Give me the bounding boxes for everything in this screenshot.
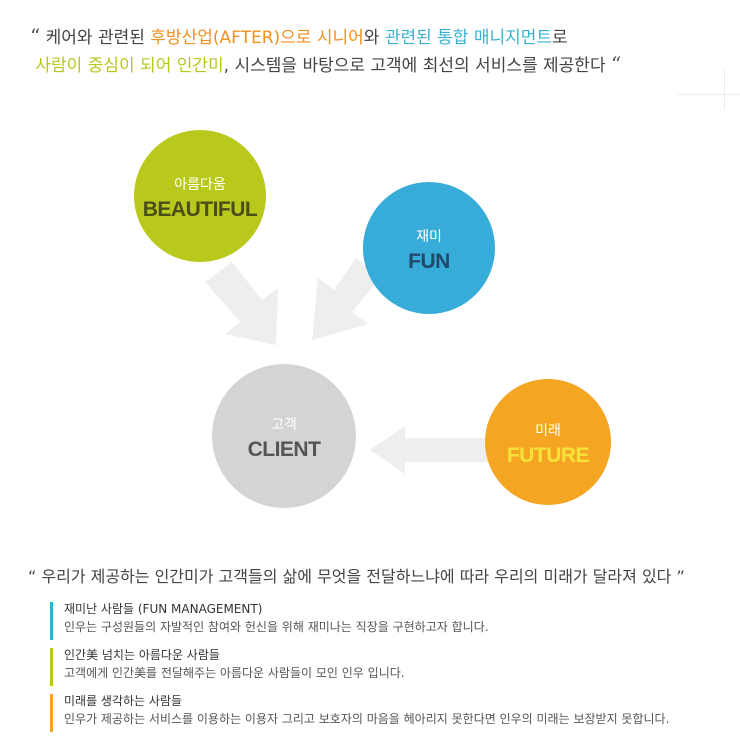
- header-text-1: 케어와 관련된: [40, 28, 151, 48]
- header-text-4: , 시스템을 바탕으로 고객에 최선의 서비스를 제공한다: [223, 56, 611, 76]
- label-future-ko: 미래: [535, 423, 561, 439]
- header-quote: “ 케어와 관련된 후방산업(AFTER)으로 시니어와 관련된 통합 매니지먼…: [30, 22, 621, 78]
- decor-line-vertical: [724, 70, 725, 110]
- arrow-fun-to-client: [312, 258, 380, 340]
- arrow-beautiful-to-client: [205, 262, 278, 345]
- circle-beautiful: [134, 130, 266, 262]
- header-text-3: 로: [552, 28, 568, 48]
- header-line-1: “ 케어와 관련된 후방산업(AFTER)으로 시니어와 관련된 통합 매니지먼…: [30, 22, 621, 50]
- label-beautiful-en: BEAUTIFUL: [142, 198, 258, 221]
- list-item-bar: [50, 648, 53, 686]
- label-beautiful-ko: 아름다움: [174, 177, 226, 193]
- header-highlight-after: 후방산업(AFTER)으로 시니어: [150, 28, 364, 48]
- circle-future: [485, 379, 611, 505]
- header-highlight-humanity: 사람이 중심이 되어 인간미: [35, 56, 224, 76]
- header-highlight-management: 관련된 통합 매니지먼트: [384, 28, 553, 48]
- label-future: 미래 FUTURE: [473, 420, 623, 468]
- label-fun: 재미 FUN: [354, 226, 504, 274]
- label-client: 고객 CLIENT: [209, 414, 359, 462]
- list-item-bar: [50, 694, 53, 732]
- list-item-desc: 인우는 구성원들의 자발적인 참여와 헌신을 위해 재미나는 직장을 구현하고자…: [64, 620, 489, 634]
- list-item-desc: 고객에게 인간美를 전달해주는 아름다운 사람들이 모인 인우 입니다.: [64, 666, 405, 680]
- circle-fun: [363, 182, 495, 314]
- list-item-title: 재미난 사람들 (FUN MANAGEMENT): [64, 602, 263, 616]
- list-item-future: 미래를 생각하는 사람들 인우가 제공하는 서비스를 이용하는 이용자 그리고 …: [50, 692, 669, 734]
- arrow-future-to-client: [370, 426, 495, 474]
- list-item-title: 인간美 넘치는 아름다운 사람들: [64, 648, 220, 662]
- list-item-desc: 인우가 제공하는 서비스를 이용하는 이용자 그리고 보호자의 마음을 헤아리지…: [64, 712, 670, 726]
- header-text-2: 와: [363, 28, 385, 48]
- list-item-beautiful: 인간美 넘치는 아름다운 사람들 고객에게 인간美를 전달해주는 아름다운 사람…: [50, 646, 669, 688]
- list-item-title: 미래를 생각하는 사람들: [64, 694, 183, 708]
- subheading: “ 우리가 제공하는 인간미가 고객들의 삶에 무엇을 전달하느냐에 따라 우리…: [28, 567, 685, 586]
- value-diagram: 아름다움 BEAUTIFUL 재미 FUN 고객 CLIENT 미래 FUTUR…: [125, 130, 623, 508]
- open-quote: “: [30, 24, 41, 48]
- list-item-fun: 재미난 사람들 (FUN MANAGEMENT) 인우는 구성원들의 자발적인 …: [50, 600, 669, 642]
- decor-line-horizontal: [678, 94, 740, 95]
- value-list: 재미난 사람들 (FUN MANAGEMENT) 인우는 구성원들의 자발적인 …: [50, 600, 669, 738]
- label-client-ko: 고객: [271, 417, 297, 433]
- circle-client: [212, 364, 356, 508]
- label-fun-ko: 재미: [416, 229, 442, 245]
- close-quote: “: [610, 52, 622, 76]
- label-beautiful: 아름다움 BEAUTIFUL: [125, 174, 275, 222]
- header-line-2: 사람이 중심이 되어 인간미, 시스템을 바탕으로 고객에 최선의 서비스를 제…: [30, 50, 621, 78]
- diagram-svg: [134, 130, 611, 508]
- label-fun-en: FUN: [408, 250, 450, 273]
- label-future-en: FUTURE: [506, 444, 590, 467]
- label-client-en: CLIENT: [247, 438, 321, 461]
- list-item-bar: [50, 602, 53, 640]
